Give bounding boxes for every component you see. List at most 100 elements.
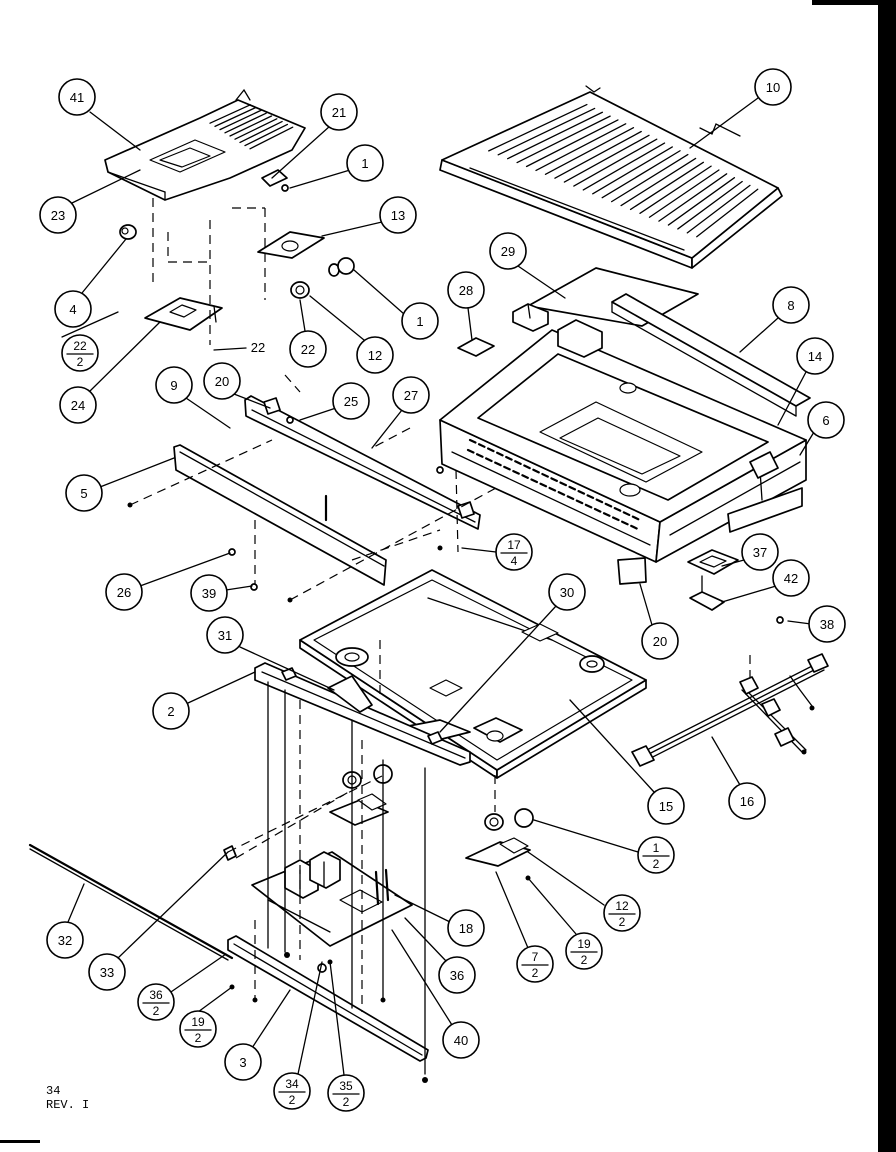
callout-circle [65, 474, 103, 512]
fraction-callout: 192 [179, 1010, 217, 1048]
callout-number: 38 [820, 617, 834, 632]
leader-line [739, 317, 779, 353]
callout-circle [155, 366, 193, 404]
leader-line [61, 311, 119, 338]
callout-circle [224, 1043, 262, 1081]
leader-line [289, 169, 351, 189]
callout-number: 16 [740, 794, 754, 809]
callout-circle [516, 945, 554, 983]
leader-line [239, 646, 335, 691]
callout-number: 28 [459, 283, 473, 298]
fraction-callout: 342 [273, 1072, 311, 1110]
lower-rail [227, 935, 429, 1062]
callout-numerator: 34 [285, 1077, 299, 1091]
callout-circle [741, 533, 779, 571]
front-rail [254, 662, 471, 766]
fraction-callout: 122 [603, 894, 641, 932]
callout: 20 [203, 362, 241, 400]
panel-guides-and-screws [127, 374, 497, 603]
callout: 10 [754, 68, 792, 106]
callout-circle [772, 559, 810, 597]
leader-line [799, 431, 815, 456]
callout-denominator: 2 [77, 355, 84, 369]
callout-number: 21 [332, 105, 346, 120]
duct-grille-slat [214, 106, 257, 128]
callout-numerator: 36 [149, 988, 163, 1002]
housing-side-panel [727, 487, 803, 533]
grille-slat [516, 115, 611, 164]
callout-numerator: 19 [191, 1015, 205, 1029]
callout-number: 1 [416, 314, 423, 329]
leader-line [527, 851, 605, 906]
leader-line [321, 221, 383, 237]
callout-numerator: 1 [653, 841, 660, 855]
callout: 9 [155, 366, 193, 404]
leader-line [187, 671, 256, 704]
callout-circle [58, 78, 96, 116]
part-label-text: 22 [251, 340, 265, 355]
leader-line [251, 989, 291, 1049]
air-duct-housing [104, 88, 306, 201]
callout-denominator: 2 [581, 953, 588, 967]
callout: 2 [152, 692, 190, 730]
leader-line [404, 917, 447, 962]
callout: 12 [356, 336, 394, 374]
fraction-callout: 12 [637, 836, 675, 874]
callout: 32 [46, 921, 84, 959]
callout: 36 [438, 956, 476, 994]
leader-line [527, 877, 577, 935]
callout-number: 31 [218, 628, 232, 643]
callout-denominator: 2 [619, 915, 626, 929]
callout: 3 [224, 1043, 262, 1081]
callout-circle [495, 533, 533, 571]
callout: 25 [332, 382, 370, 420]
clip [223, 775, 383, 861]
callout-circle [401, 302, 439, 340]
grille-slat [592, 146, 673, 195]
callout-numerator: 7 [532, 950, 539, 964]
grille-slat [554, 130, 642, 179]
callout: 42 [772, 559, 810, 597]
right-socket [465, 808, 534, 881]
callout: 8 [772, 286, 810, 324]
grille-slat [620, 157, 697, 207]
duct-grille-slat [209, 104, 251, 124]
callout-numerator: 22 [73, 339, 87, 353]
grille-slat [544, 127, 635, 175]
callout-circle [442, 1021, 480, 1059]
leader-line [185, 397, 231, 429]
callout: 16 [728, 782, 766, 820]
callout-circle [105, 573, 143, 611]
fraction-callout: 192 [565, 932, 603, 970]
callout-number: 20 [215, 374, 229, 389]
callout-denominator: 2 [532, 966, 539, 980]
leader-line [71, 169, 141, 204]
grille-slat [677, 180, 743, 230]
callout-circle [489, 232, 527, 270]
callout: 13 [379, 196, 417, 234]
callout-circle [289, 330, 327, 368]
lamp-socket [290, 281, 310, 299]
duct-grille-slat [224, 112, 267, 134]
grille-slat [573, 138, 658, 187]
callout-circle [603, 894, 641, 932]
callout-numerator: 19 [577, 937, 591, 951]
callout: 38 [808, 605, 846, 643]
callout-number: 18 [459, 921, 473, 936]
callout-number: 6 [822, 413, 829, 428]
deflector [327, 675, 373, 713]
callout-circle [807, 401, 845, 439]
callout-circle [332, 382, 370, 420]
callout-circle [88, 953, 126, 991]
callout-circle [447, 271, 485, 309]
callout: 21 [320, 93, 358, 131]
callout-number: 4 [69, 302, 76, 317]
leader-line [439, 605, 557, 733]
leader-line [721, 585, 777, 603]
callout-circle [179, 1010, 217, 1048]
callout-number: 5 [80, 486, 87, 501]
trim-bracket [244, 395, 481, 530]
leader-line [517, 265, 566, 299]
